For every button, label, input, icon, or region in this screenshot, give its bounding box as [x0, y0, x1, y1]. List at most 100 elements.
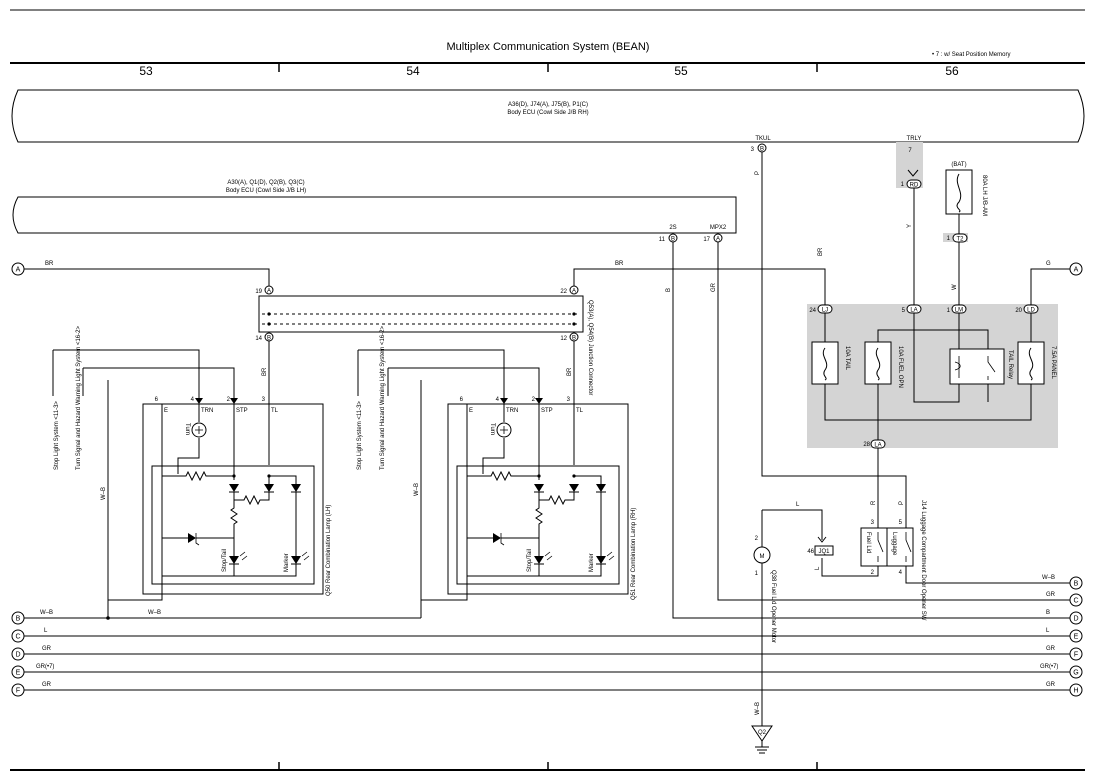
column-number: 54 — [406, 64, 420, 78]
fuse-tail-label: 10A TAIL — [844, 346, 850, 371]
wire-b: B — [666, 288, 672, 292]
edge-connector-right: A B C D E F G H — [1069, 262, 1083, 697]
edge-connector-label: E — [1074, 634, 1079, 641]
edge-connector-left: A B C D E F — [11, 262, 25, 697]
edge-connector-label: H — [1073, 688, 1078, 695]
edge-connector-label: D — [15, 652, 20, 659]
wire-br: BR — [262, 367, 268, 376]
pin-19-conn: A — [267, 289, 271, 295]
body-ecu-lh-box — [12, 196, 737, 234]
switch-pin-3: 3 — [871, 520, 875, 526]
edge-connector-label: B — [1074, 581, 1079, 588]
rh-side-turn-label: Turn Signal and Hazard Warning Light Sys… — [380, 326, 386, 470]
edge-connector-label: C — [15, 634, 20, 641]
pin-mpx2-number: 17 — [703, 237, 710, 243]
relay-block-shade — [807, 304, 1058, 448]
wire-wb: W–B — [40, 610, 53, 616]
pin-rd: RD — [910, 183, 919, 189]
wire-w: W — [952, 284, 958, 290]
wire-gr: GR — [1046, 682, 1056, 688]
ground-symbol — [751, 725, 773, 742]
wire-br: BR — [567, 367, 573, 376]
wire-wb: W–B — [148, 610, 161, 616]
lh-side-stop-label: Stop Light System <11-3> — [54, 401, 60, 470]
edge-connector-label: F — [16, 688, 20, 695]
wire-r: R — [871, 500, 877, 505]
lamp-lh-label: Q50 Rear Combination Lamp (LH) — [326, 505, 332, 596]
motor-pin-2: 2 — [755, 536, 759, 542]
body-ecu-rh-name: Body ECU (Cowl Side J/B RH) — [507, 110, 588, 116]
wire-gr: GR — [1046, 592, 1056, 598]
pin-2s-conn: B — [671, 237, 675, 243]
body-ecu-lh-connectors: A30(A), Q1(D), Q2(B), Q3(C) — [227, 180, 304, 186]
pin-ld-number: 20 — [1015, 308, 1022, 314]
column-number: 55 — [674, 64, 688, 78]
wire-wb: W–B — [101, 487, 107, 500]
pin-14-conn: B — [267, 336, 271, 342]
jq1-label: JQ1 — [818, 549, 830, 555]
edge-connector-label: B — [16, 616, 21, 623]
pin-trly-number: 7 — [908, 148, 912, 154]
wire-wb: W–B — [414, 483, 420, 496]
pin-14: 14 — [255, 336, 262, 342]
fusible-link-box — [945, 169, 973, 215]
rh-pin-2: 2 — [532, 397, 536, 403]
pin-2s-label: 2S — [669, 225, 676, 231]
luggage-label: Luggage — [891, 532, 897, 556]
pin-19: 19 — [255, 289, 262, 295]
rh-stoptail-label: Stop/Tail — [527, 549, 533, 572]
pin-2s-number: 11 — [659, 237, 666, 243]
wire-gr7: GR(•7) — [1040, 664, 1058, 670]
body-ecu-rh-connectors: A36(D), J74(A), J75(B), P1(C) — [508, 102, 588, 108]
wire-gr: GR — [711, 282, 717, 292]
pin-t2-number: 1 — [947, 236, 951, 242]
fuse-fuel-opn-label: 10A FUEL OPN — [897, 346, 903, 388]
pin-22-conn: A — [572, 289, 576, 295]
edge-connector-label: D — [1073, 616, 1078, 623]
ground-label: Q2 — [758, 730, 767, 736]
wire-br: BR — [45, 261, 54, 267]
fusible-link-label: 80A LH J/B-AM — [981, 175, 987, 216]
pin-lj-number: 24 — [809, 308, 816, 314]
pin-12: 12 — [560, 336, 567, 342]
pin-lm: LM — [955, 308, 963, 314]
rh-term-stp: STP — [541, 408, 553, 414]
pin-12-conn: B — [572, 336, 576, 342]
junction-label: Q53(A), Q54(B) Junction Connector — [587, 300, 593, 395]
wire-g: G — [1046, 261, 1051, 267]
lh-side-turn-label: Turn Signal and Hazard Warning Light Sys… — [76, 326, 82, 470]
rh-pin-4: 4 — [496, 397, 500, 403]
rh-marker-label: Marker — [589, 553, 595, 572]
wire-b: B — [1046, 610, 1050, 616]
column-number: 56 — [945, 64, 959, 78]
rh-turn-label: Turn — [489, 423, 495, 435]
pin-bottom: LA — [874, 443, 881, 449]
pin-tkul-number: 3 — [751, 147, 755, 153]
jq1-number: 46 — [807, 549, 814, 555]
tail-relay — [949, 348, 1005, 385]
pin-trly-label: TRLY — [907, 136, 922, 142]
opener-switch-fuel-lid — [860, 527, 888, 567]
bat-label: (BAT) — [951, 162, 966, 168]
edge-connector-label: F — [1074, 652, 1078, 659]
page-title: Multiplex Communication System (BEAN) — [447, 41, 650, 53]
pin-22: 22 — [560, 289, 567, 295]
pin-mpx2-conn: A — [716, 237, 720, 243]
motor-pin-1: 1 — [755, 571, 759, 577]
wire-gr: GR — [1046, 646, 1056, 652]
rh-pin-3: 3 — [567, 397, 571, 403]
pin-lj: LJ — [822, 308, 828, 314]
wire-p: P — [755, 171, 761, 175]
wire-p: P — [899, 501, 905, 505]
pin-ld: LD — [1027, 308, 1035, 314]
pin-lm-number: 1 — [947, 308, 951, 314]
body-ecu-rh-box — [11, 89, 1085, 143]
wire-gr: GR — [42, 646, 52, 652]
wire-wb: W–B — [755, 702, 761, 715]
pin-tkul-label: TKUL — [755, 136, 771, 142]
wire-gr7: GR(•7) — [36, 664, 54, 670]
pin-rd-number: 1 — [901, 182, 905, 188]
edge-connector-label: E — [16, 670, 21, 677]
wire-l: L — [1046, 628, 1050, 634]
